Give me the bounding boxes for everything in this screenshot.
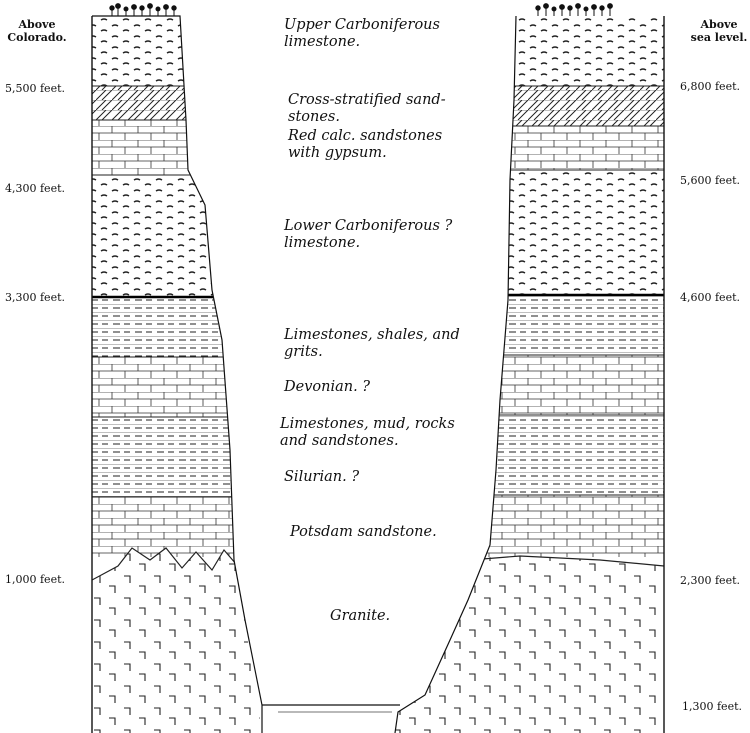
stratum-label-line: and sandstones. — [280, 433, 399, 449]
right-elevation-label: 2,300 feet. — [680, 574, 740, 587]
tree-icon — [535, 3, 613, 16]
stratum-label-line: Lower Carboniferous ? — [284, 218, 453, 234]
left-elevation-label: 3,300 feet. — [5, 291, 65, 304]
right-elevation-label: 5,600 feet. — [680, 174, 740, 187]
stratum-label-line: Limestones, mud, rocks — [280, 416, 455, 432]
right-elevation-label: 4,600 feet. — [680, 291, 740, 304]
stratum-label-line: stones. — [288, 109, 340, 125]
stratum-label: Lower Carboniferous ? limestone. — [284, 218, 452, 252]
stratum-label-line: grits. — [284, 344, 323, 360]
stratum-label: Upper Carboniferous limestone. — [284, 17, 440, 51]
stratum-label: Limestones, mud, rocks and sandstones. — [280, 416, 455, 450]
stratum-label: Red calc. sandstones with gypsum. — [288, 128, 442, 162]
left-elevation-header: Above Colorado. — [7, 18, 67, 44]
stratum-label: Limestones, shales, and grits. — [284, 327, 460, 361]
left-elevation-label: 5,500 feet. — [5, 82, 65, 95]
left-elevation-label: 1,000 feet. — [5, 573, 65, 586]
stratum-label-line: Cross-stratified sand- — [288, 92, 446, 108]
stratum-label-line: Devonian. ? — [284, 379, 371, 395]
stratum-label: Devonian. ? — [284, 379, 370, 396]
stratum-label: Granite. — [330, 608, 390, 625]
stratum-label: Potsdam sandstone. — [290, 524, 437, 541]
left-elevation-label: 4,300 feet. — [5, 182, 65, 195]
stratum-label: Cross-stratified sand- stones. — [288, 92, 446, 126]
stratum-label-line: Limestones, shales, and — [284, 327, 460, 343]
stratum-label-line: Potsdam sandstone. — [290, 524, 437, 540]
right-elevation-header: Above sea level. — [690, 18, 748, 44]
stratum-label-line: Red calc. sandstones — [288, 128, 443, 144]
stratum-label-line: Upper Carboniferous — [284, 17, 440, 33]
stratum-label: Silurian. ? — [284, 469, 359, 486]
stratum-label-line: limestone. — [284, 235, 361, 251]
stratum-label-line: with gypsum. — [288, 145, 387, 161]
stratum-label-line: limestone. — [284, 34, 361, 50]
right-elevation-label: 1,300 feet. — [682, 700, 742, 713]
tree-icon — [109, 3, 177, 16]
right-elevation-label: 6,800 feet. — [680, 80, 740, 93]
stratum-label-line: Granite. — [330, 608, 391, 624]
stratum-label-line: Silurian. ? — [284, 469, 360, 485]
